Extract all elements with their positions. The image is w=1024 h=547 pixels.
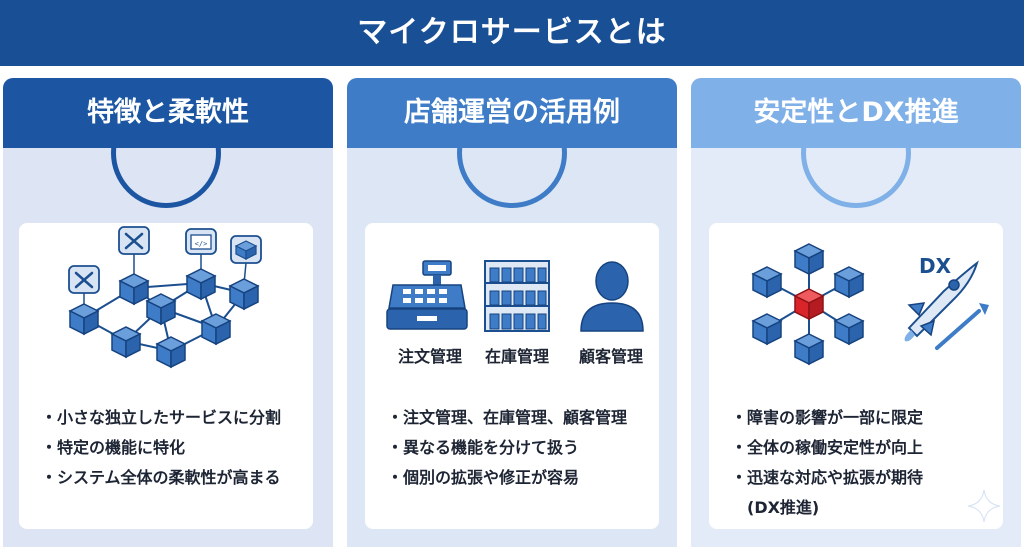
- cube-network-icon: [752, 243, 864, 365]
- bullet-item: ・障害の影響が一部に限定: [731, 408, 924, 427]
- card-panel: DX ・障害の影響が一部に限定 ・全体の稼働安定性が向上 ・迅速な対応や拡張が期…: [709, 223, 1003, 529]
- svg-text:</>: </>: [195, 240, 208, 248]
- wrench-screwdriver-icon: [68, 265, 100, 294]
- card-panel: </> ・小さな独立したサービスに分割 ・特定の機能に特化 ・システム全体の柔軟…: [19, 223, 313, 529]
- card-stability-dx: 安定性とDX推進: [691, 78, 1021, 547]
- card-heading: 特徴と柔軟性: [3, 78, 333, 148]
- bullet-item: ・異なる機能を分けて扱う: [387, 438, 580, 457]
- card-heading: 店舗運営の活用例: [347, 78, 677, 148]
- card-heading: 安定性とDX推進: [691, 78, 1021, 148]
- shelf-icon: [484, 260, 550, 332]
- label-customer: 顧客管理: [578, 347, 643, 366]
- bullet-item-continuation: (DX推進): [747, 498, 820, 517]
- microservice-network-illustration: </>: [68, 226, 262, 368]
- bullet-item: ・個別の拡張や修正が容易: [387, 468, 580, 487]
- card-store-usecase: 店舗運営の活用例: [347, 78, 677, 547]
- rocket-icon: [904, 260, 989, 350]
- cash-register-icon: [386, 260, 468, 330]
- card-features: 特徴と柔軟性: [3, 78, 333, 547]
- bullet-item: ・特定の機能に特化: [41, 438, 186, 457]
- stability-illustration: DX: [752, 243, 989, 365]
- bullet-item: ・迅速な対応や拡張が期待: [731, 468, 924, 487]
- store-illustration: [386, 260, 644, 332]
- sparkle-icon: [967, 489, 1001, 523]
- page-title: マイクロサービスとは: [0, 0, 1024, 66]
- card-panel: 注文管理 在庫管理 顧客管理 ・注文管理、在庫管理、顧客管理 ・異なる機能を分け…: [365, 223, 659, 529]
- bullet-item: ・システム全体の柔軟性が高まる: [41, 468, 281, 487]
- package-icon: [230, 235, 262, 264]
- dx-badge: DX: [919, 254, 952, 278]
- bullet-item: ・注文管理、在庫管理、顧客管理: [387, 408, 628, 427]
- bullet-item: ・小さな独立したサービスに分割: [41, 408, 282, 427]
- label-order: 注文管理: [397, 347, 462, 366]
- customer-icon: [580, 261, 644, 332]
- wrench-screwdriver-icon: [118, 226, 150, 255]
- code-window-icon: </>: [185, 228, 217, 255]
- bullet-item: ・全体の稼働安定性が向上: [731, 438, 924, 457]
- label-inventory: 在庫管理: [484, 347, 549, 366]
